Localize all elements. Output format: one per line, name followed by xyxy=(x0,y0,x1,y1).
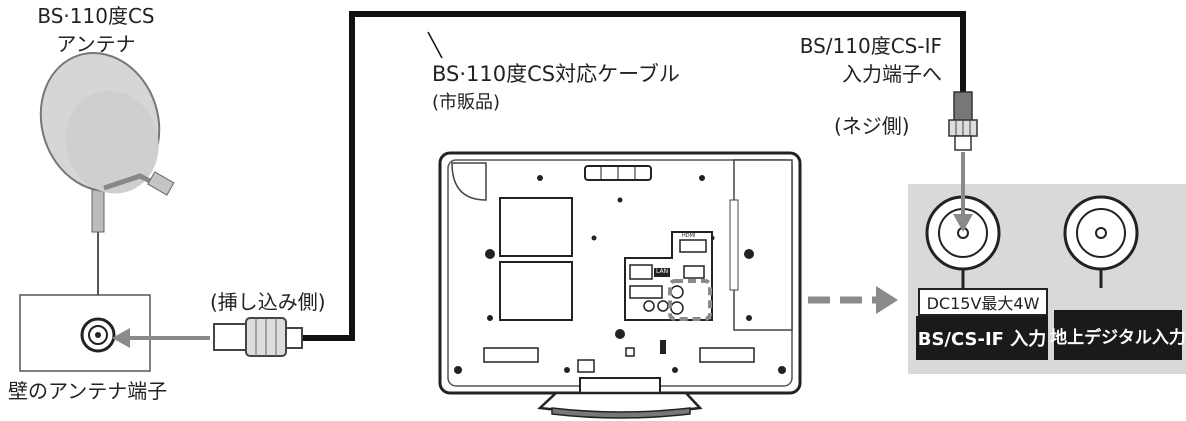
tv-hdmi-label: HDMI xyxy=(682,233,696,239)
port-label-line2: 入力端子へ xyxy=(842,62,942,86)
wall-terminal-label: 壁のアンテナ端子 xyxy=(8,379,168,403)
terrestrial-input-label: 地上デジタル入力 xyxy=(1050,310,1186,360)
push-in-plug xyxy=(213,317,303,357)
dish-label-line2: アンテナ xyxy=(56,32,136,56)
cable-name-label: BS·110度CS対応ケーブル xyxy=(432,62,680,86)
dish-label-line1: BS·110度CS xyxy=(37,4,155,28)
screw-arrow xyxy=(953,152,973,232)
wall-antenna-terminal xyxy=(19,294,151,372)
tv-back-panel xyxy=(438,151,802,419)
bs-cs-input-label: BS/CS-IF 入力 xyxy=(916,316,1048,360)
tv-lan-label: LAN xyxy=(656,268,669,275)
cable-note-label: (市販品) xyxy=(432,92,501,113)
screw-connector xyxy=(948,91,978,151)
cable-leader-line xyxy=(427,31,443,59)
insert-side-label: (挿し込み側) xyxy=(210,290,326,314)
voltage-label: DC15V最大4W xyxy=(918,288,1048,316)
antenna-cable xyxy=(300,11,966,341)
insert-arrow xyxy=(112,328,210,348)
screw-side-label: (ネジ側) xyxy=(834,114,910,138)
satellite-dish xyxy=(39,52,175,295)
port-label-line1: BS/110度CS-IF xyxy=(799,34,942,58)
